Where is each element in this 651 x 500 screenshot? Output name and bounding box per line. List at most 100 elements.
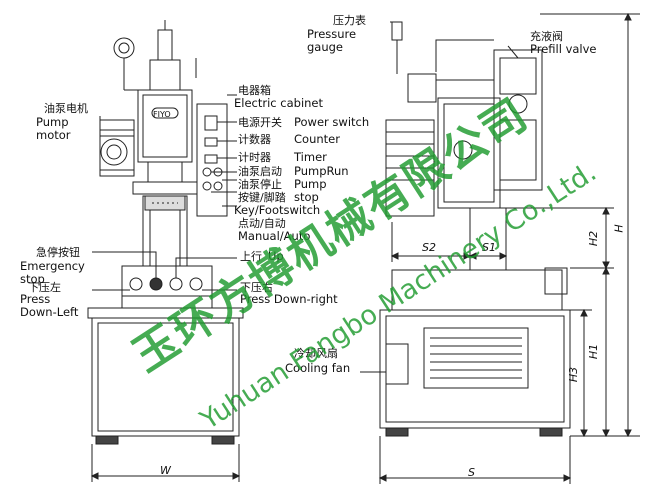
label-pumpstop-en2: stop [294, 190, 319, 204]
label-pump-motor-zh: 油泵电机 [44, 102, 88, 115]
dim-h2-arrows [602, 206, 610, 270]
front-tool-plate [144, 195, 186, 211]
label-pdl-en1: Press [20, 292, 51, 306]
front-cylinder [149, 59, 181, 91]
dim-s-arrows [378, 474, 572, 482]
front-logo-plate [151, 107, 179, 119]
side-prefill-valve [499, 57, 537, 95]
label-pump-motor-en2: motor [36, 128, 71, 142]
front-head-inner [142, 94, 188, 158]
front-motor-fan [100, 138, 128, 166]
dim-h3-arrows [580, 308, 588, 438]
label-power-en: Power switch [294, 115, 370, 129]
front-valve-stack [157, 29, 173, 61]
side-head-inner [443, 103, 495, 203]
label-estop-en2: stop [20, 272, 45, 286]
cab-pump-run [202, 167, 212, 177]
label-counter-zh: 计数器 [238, 133, 271, 146]
label-pumpstop-en1: Pump [294, 177, 327, 191]
label-prefill-zh: 充液阀 [530, 30, 563, 43]
label-pdl-en2: Down-Left [20, 305, 79, 319]
front-foot-right [211, 435, 235, 445]
front-electric-cabinet [196, 103, 228, 217]
front-ram [147, 161, 183, 183]
label-timer-zh: 计时器 [238, 151, 271, 164]
label-pumprun-zh: 油泵启动 [238, 165, 282, 178]
dim-label-s2: S2 [422, 241, 436, 254]
dim-label-h: H [612, 224, 626, 233]
dim-h1-arrows [602, 266, 610, 438]
front-gauge-dial [118, 42, 130, 54]
side-prefill-port [508, 94, 528, 114]
side-head [437, 97, 501, 209]
side-cylinder [493, 49, 543, 191]
front-foot-left [95, 435, 119, 445]
label-pumpstop-zh: 油泵停止 [238, 178, 282, 191]
front-button-box [121, 265, 213, 297]
side-view [360, 12, 640, 484]
side-foot-right [539, 427, 563, 437]
side-gauge-port [453, 140, 473, 160]
front-base-plate [87, 307, 244, 319]
cab-manual-auto [213, 181, 223, 191]
dim-label-h1: H1 [587, 343, 601, 360]
label-pressure-gauge-en2: gauge [307, 40, 344, 54]
front-button-box-lower [121, 295, 213, 309]
label-timer-en: Timer [294, 150, 327, 164]
side-fan-box [385, 343, 409, 385]
dim-label-h3: H3 [567, 366, 581, 383]
label-estop-en1: Emergency [20, 259, 85, 273]
label-manual-en: Manual/Auto [238, 229, 311, 243]
btn-press-right [189, 277, 203, 291]
dim-label-s1: S1 [482, 241, 496, 254]
cab-counter [204, 137, 218, 147]
side-tank [407, 73, 437, 103]
side-base-inner [385, 315, 565, 423]
side-pressure-gauge [391, 21, 403, 41]
dim-w-arrows [90, 472, 241, 480]
label-cabinet-zh: 电器箱 [238, 84, 271, 97]
btn-press-left [129, 277, 143, 291]
dim-s-arrows-small [390, 252, 508, 260]
label-pdr-zh: 下压右 [240, 281, 273, 294]
label-manual-zh: 点动/自动 [238, 217, 286, 230]
label-cabinet-en: Electric cabinet [234, 96, 324, 110]
label-pumprun-en: PumpRun [294, 164, 349, 178]
front-view [87, 20, 244, 482]
side-pipe-top [435, 39, 494, 72]
dim-label-h2: H2 [587, 230, 601, 247]
dim-label-w: W [160, 464, 171, 477]
dim-label-s: S [468, 466, 475, 479]
label-pdl-zh: 下压左 [28, 281, 61, 294]
front-bed [132, 181, 198, 195]
label-counter-en: Counter [294, 132, 340, 146]
side-upper-base [391, 269, 563, 311]
cab-key-foot [202, 181, 212, 191]
front-head [137, 89, 193, 163]
side-pedal-box [544, 267, 568, 295]
label-prefill-en: Prefill valve [530, 42, 597, 56]
label-fan-zh: 冷却风扇 [294, 347, 338, 360]
dim-h-arrows [624, 12, 632, 438]
label-up-en: Up [268, 249, 284, 263]
label-pdr-en: Press Down-right [240, 292, 338, 306]
side-column [469, 207, 507, 271]
label-pressure-gauge-zh: 压力表 [333, 14, 366, 27]
side-fan-grille [423, 327, 529, 389]
label-power-zh: 电源开关 [238, 116, 282, 129]
label-estop-zh: 急停按钮 [36, 246, 80, 259]
cab-timer [204, 154, 218, 164]
side-foot-left [385, 427, 409, 437]
label-pressure-gauge-en1: Pressure [307, 27, 357, 41]
label-pump-motor-en1: Pump [36, 115, 69, 129]
front-pressure-gauge [113, 37, 135, 59]
label-up-zh: 上行 [240, 250, 262, 263]
btn-up [169, 277, 183, 291]
leader-prefill [507, 45, 519, 59]
label-keyfoot-zh: 按键/脚踏 [238, 191, 286, 204]
leader-up [175, 257, 237, 278]
cab-power-switch [204, 115, 218, 131]
front-base-cabinet [91, 317, 240, 437]
